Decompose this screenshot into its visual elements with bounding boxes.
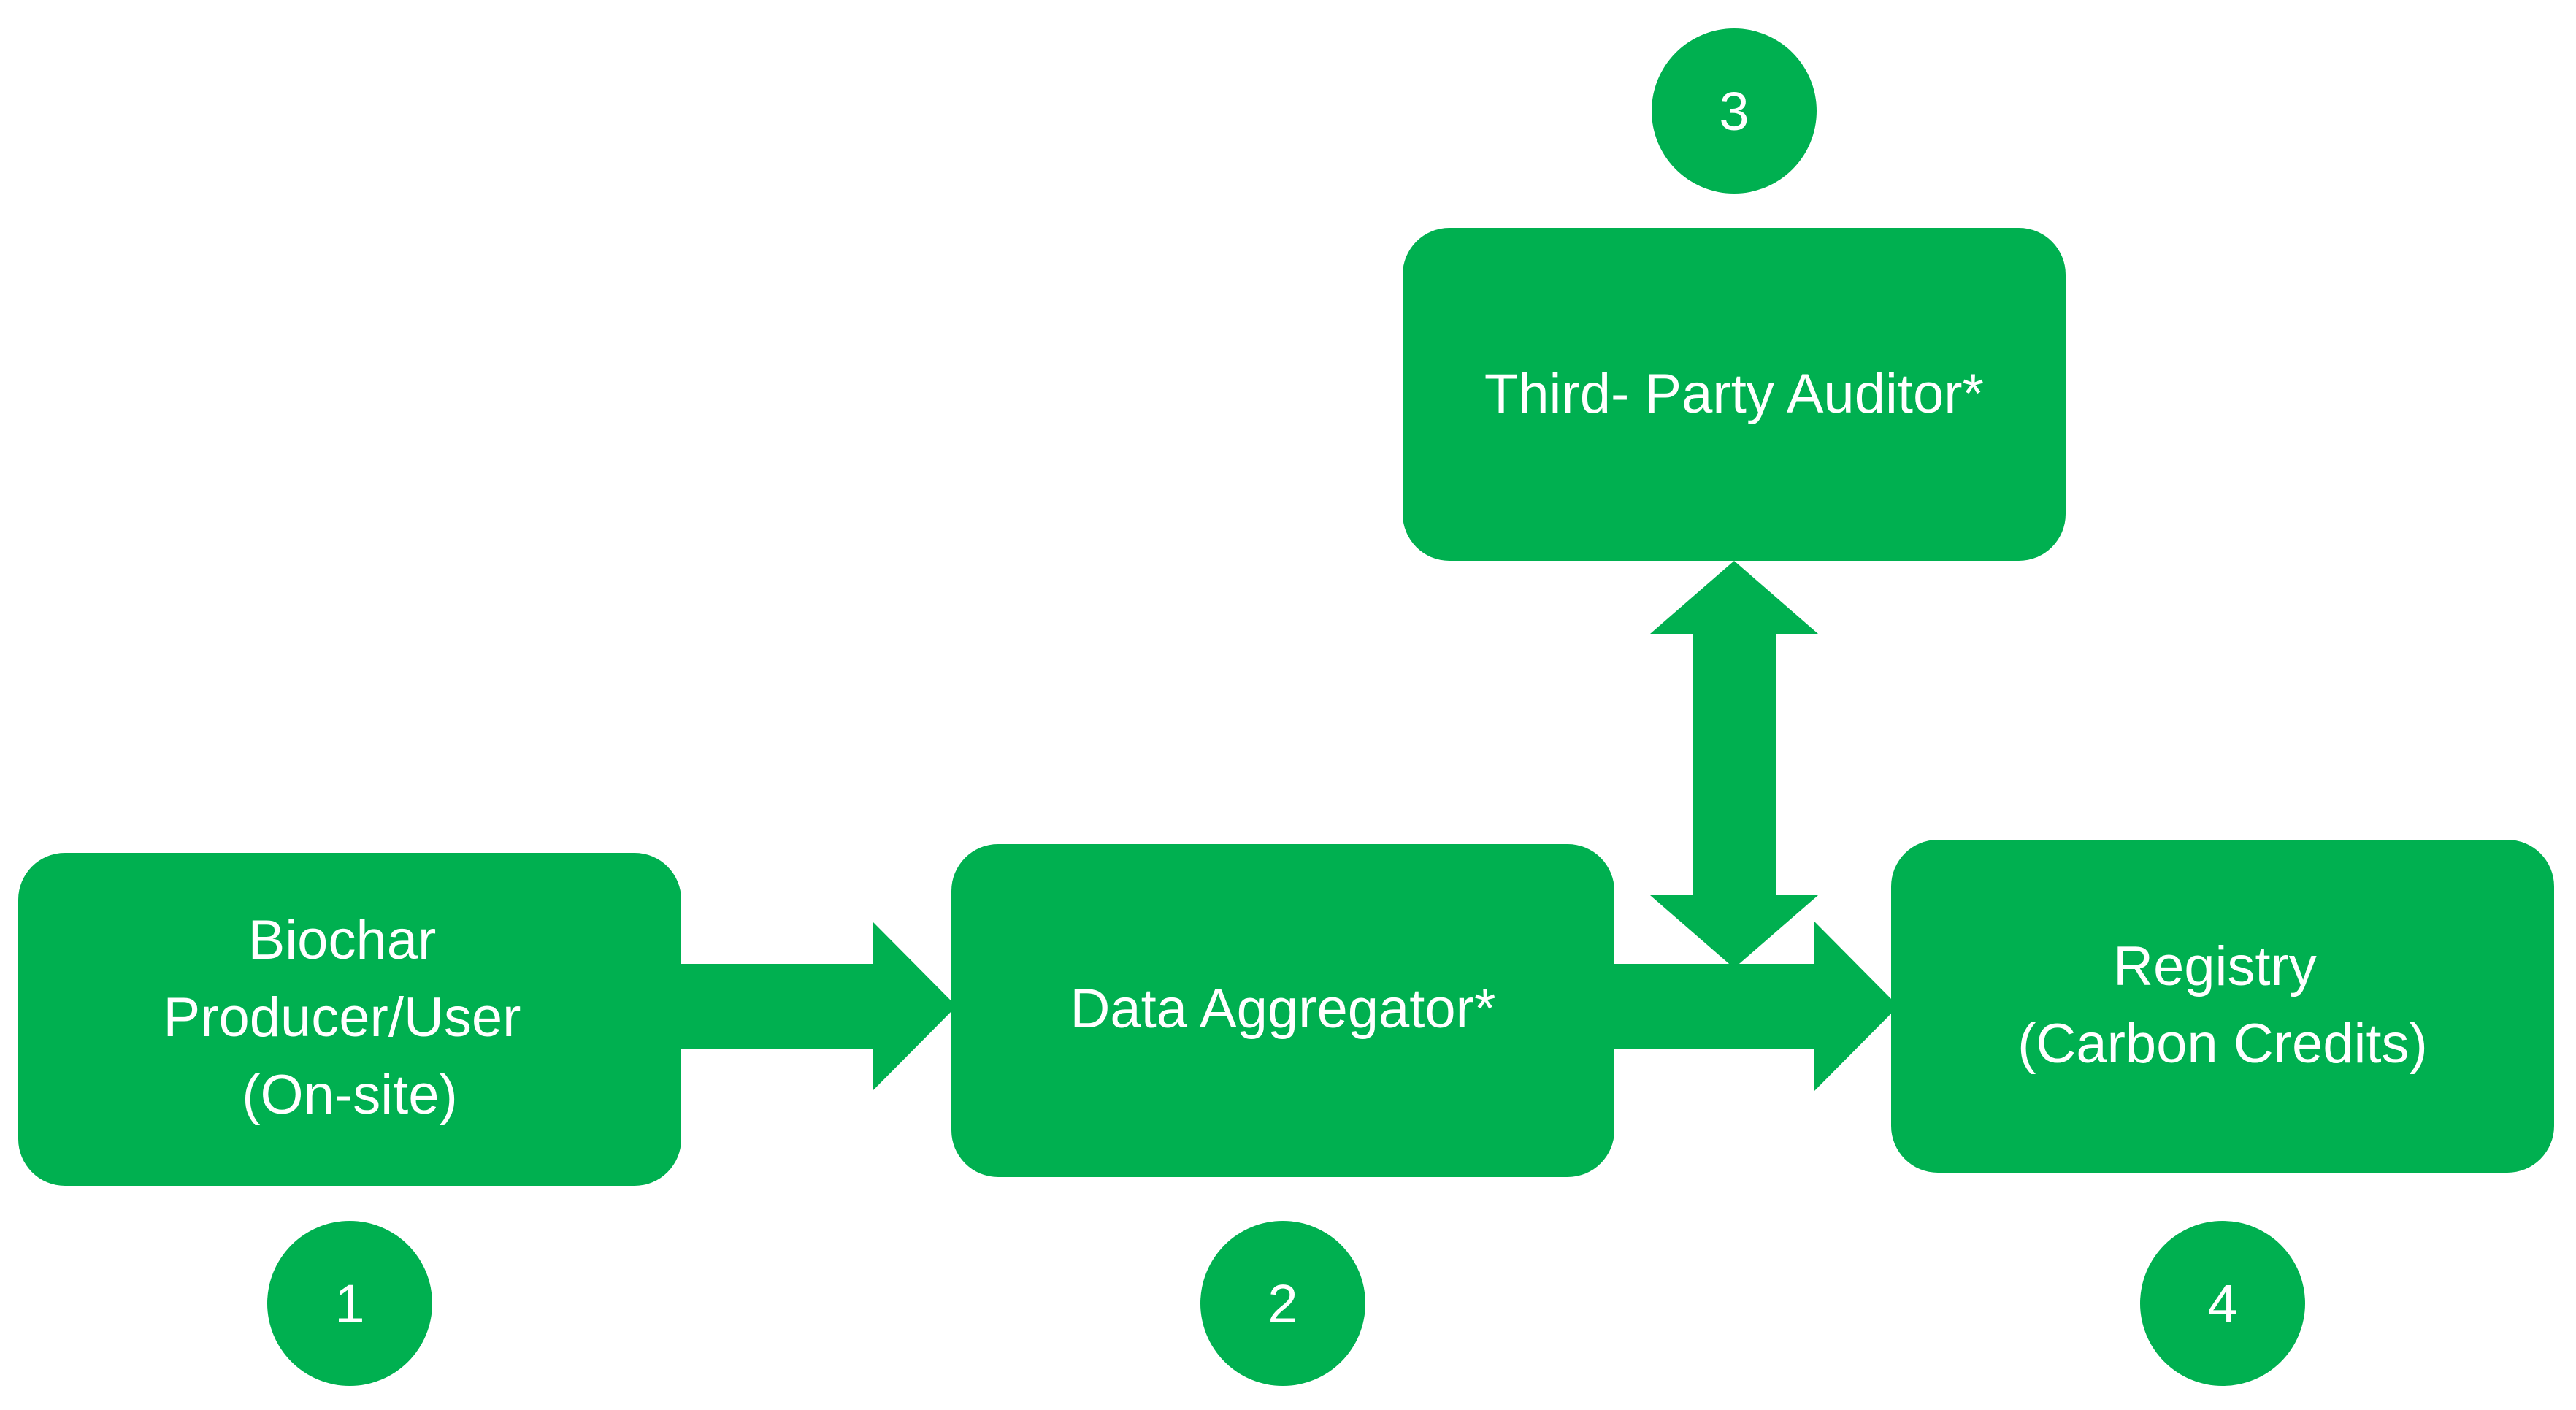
arrow-producer-to-aggregator <box>675 922 957 1091</box>
double-arrow-auditor-link <box>1650 561 1818 968</box>
producer-box <box>18 853 681 1186</box>
aggregator-label-line: Data Aggregator* <box>1070 978 1495 1040</box>
step-number-4: 4 <box>2207 1273 2237 1334</box>
producer-label: Biochar Producer/User (On-site) <box>163 909 536 1126</box>
step-number-2: 2 <box>1268 1273 1297 1334</box>
step-marker-3 <box>1652 28 1817 194</box>
step-marker-1 <box>267 1221 432 1386</box>
aggregator-box <box>951 844 1614 1177</box>
step-number-3: 3 <box>1719 81 1749 142</box>
step-marker-4 <box>2140 1221 2305 1386</box>
step-number-1: 1 <box>334 1273 364 1334</box>
step-marker-2 <box>1200 1221 1365 1386</box>
registry-label-line: Registry <box>2113 935 2317 997</box>
producer-label-line: Producer/User <box>163 986 521 1049</box>
aggregator-label: Data Aggregator* <box>1070 978 1495 1040</box>
registry-label-line: (Carbon Credits) <box>2017 1013 2428 1075</box>
registry-box <box>1891 840 2554 1173</box>
auditor-label-line: Third- Party Auditor* <box>1484 363 1984 425</box>
arrow-aggregator-to-registry <box>1606 922 1898 1091</box>
registry-label: Registry (Carbon Credits) <box>2017 935 2428 1075</box>
auditor-label: Third- Party Auditor* <box>1484 363 1984 425</box>
auditor-box <box>1403 228 2066 561</box>
producer-label-line: Biochar <box>248 909 437 971</box>
producer-label-line: (On-site) <box>242 1064 458 1126</box>
